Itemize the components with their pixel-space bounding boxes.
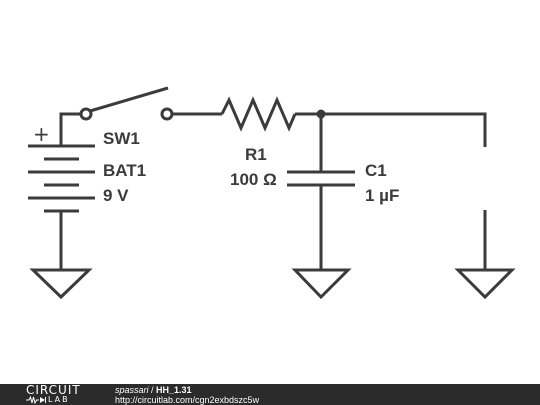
capacitor-value-label: 1 µF: [365, 186, 399, 205]
battery-plus-sign: +: [33, 122, 50, 146]
battery-value-label: 9 V: [103, 186, 129, 205]
footer-bar: CIRCUIT LAB spassari / HH_1.31 http://ci…: [0, 384, 540, 405]
credit-separator: /: [148, 385, 157, 395]
logo-text-bottom: LAB: [48, 395, 70, 404]
circuit-url[interactable]: http://circuitlab.com/cgn2exbdszc5w: [115, 395, 260, 405]
switch-sw1[interactable]: [79, 86, 174, 121]
resistor-ref-label: R1: [245, 145, 267, 164]
ground-symbol-battery: [29, 268, 93, 300]
logo-circuit-icon: [26, 396, 46, 404]
switch-left-terminal: [79, 107, 93, 121]
battery-bat1[interactable]: +: [28, 112, 95, 270]
wire-right-branch: [321, 112, 487, 147]
ground-symbol-capacitor: [291, 268, 352, 300]
capacitor-ref-label: C1: [365, 161, 387, 180]
resistor-zigzag: [220, 96, 297, 132]
resistor-r1[interactable]: [172, 96, 321, 132]
capacitor-c1[interactable]: [287, 114, 355, 270]
switch-right-terminal: [160, 107, 174, 121]
circuit-title[interactable]: HH_1.31: [156, 385, 192, 395]
resistor-value-label: 100 Ω: [230, 170, 277, 189]
circuit-schematic: + SW1 BAT1 9 V R1 100 Ω C1 1 µF: [28, 86, 516, 300]
circuit-meta: spassari / HH_1.31 http://circuitlab.com…: [115, 385, 259, 405]
switch-ref-label: SW1: [103, 129, 140, 148]
logo-text-top: CIRCUIT: [26, 383, 81, 397]
switch-lever: [89, 86, 169, 113]
battery-ref-label: BAT1: [103, 161, 146, 180]
circuit-credit-line: spassari / HH_1.31: [115, 385, 259, 395]
battery-top-lead: [59, 112, 82, 146]
author-name[interactable]: spassari: [115, 385, 149, 395]
ground-symbol-right: [454, 268, 516, 300]
circuitlab-logo[interactable]: CIRCUIT LAB: [26, 384, 96, 405]
